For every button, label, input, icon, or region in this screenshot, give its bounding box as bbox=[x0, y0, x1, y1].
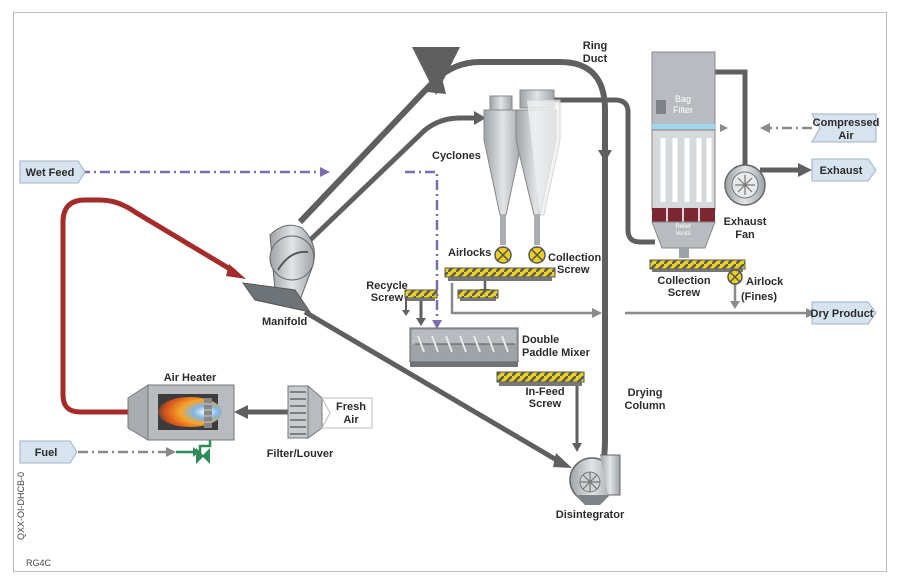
recycle-screw bbox=[404, 289, 438, 299]
exhaust-tag bbox=[811, 158, 877, 182]
compressed-air-label-1: Compressed bbox=[813, 117, 880, 129]
in-feed-screw bbox=[496, 371, 585, 383]
fuel-tag bbox=[19, 440, 78, 464]
wet-feed-label: Wet Feed bbox=[26, 167, 75, 179]
relief-vents-label-1: Relief bbox=[675, 224, 691, 230]
filter-louver-label: Filter/Louver bbox=[267, 448, 334, 460]
ring-duct-label-2: Duct bbox=[583, 53, 608, 65]
diagram-frame bbox=[13, 12, 887, 572]
cyclone-to-filter-duct bbox=[553, 97, 655, 245]
relief-vents-label-2: Vents bbox=[675, 231, 690, 237]
bag-filter-label-2: Filter bbox=[673, 105, 693, 115]
collection-screw-2 bbox=[649, 259, 746, 270]
in-feed-screw-label-2: Screw bbox=[529, 398, 562, 410]
exhaust-fan-label-1: Exhaust bbox=[724, 216, 767, 228]
collection-screw-2-label-1: Collection bbox=[657, 275, 710, 287]
fresh-air-label-1: Fresh bbox=[336, 401, 366, 413]
side-code: QXX-OI-DHCB-0 bbox=[16, 472, 26, 540]
in-feed-screw-label-1: In-Feed bbox=[525, 386, 564, 398]
collection-screw-1-label-2: Screw bbox=[557, 264, 590, 276]
cyclone-inlet-duct bbox=[303, 115, 478, 247]
dry-product-tag bbox=[811, 301, 877, 325]
transfer-screw bbox=[457, 289, 499, 299]
manifold-label: Manifold bbox=[262, 316, 307, 328]
airlock-fines-label-1: Airlock bbox=[746, 276, 784, 288]
cyclones-label: Cyclones bbox=[432, 150, 481, 162]
airlock-fines-label-2: (Fines) bbox=[741, 291, 777, 303]
filter-to-fan-duct bbox=[715, 69, 748, 180]
mixer-label-1: Double bbox=[522, 334, 559, 346]
compressed-air-tag bbox=[811, 113, 877, 143]
recycle-screw-label-1: Recycle bbox=[366, 280, 408, 292]
manifold-to-disintegrator bbox=[303, 309, 562, 465]
bag-filter bbox=[651, 51, 716, 258]
exhaust-label: Exhaust bbox=[820, 165, 863, 177]
drying-column-label-1: Drying bbox=[628, 387, 663, 399]
recycle-screw-label-2: Screw bbox=[371, 292, 404, 304]
fresh-air-inlet bbox=[321, 397, 373, 429]
mixer-label-2: Paddle Mixer bbox=[522, 347, 591, 359]
airlock-fines bbox=[727, 269, 743, 285]
disintegrator-label: Disintegrator bbox=[556, 509, 625, 521]
disintegrator bbox=[569, 454, 621, 505]
hot-air-line bbox=[60, 197, 237, 415]
collection-screw-1 bbox=[444, 267, 556, 278]
fuel-label: Fuel bbox=[35, 447, 58, 459]
filter-louver bbox=[287, 384, 323, 439]
drying-column-label-2: Column bbox=[625, 400, 666, 412]
cyclone-airlocks bbox=[494, 246, 546, 264]
double-paddle-mixer bbox=[409, 327, 519, 367]
exhaust-fan-label-2: Fan bbox=[735, 229, 755, 241]
corner-code: RG4C bbox=[26, 558, 52, 568]
air-heater-label: Air Heater bbox=[164, 372, 217, 384]
compressed-air-label-2: Air bbox=[838, 130, 854, 142]
cyclones bbox=[483, 89, 561, 245]
fresh-air-label-2: Air bbox=[343, 414, 359, 426]
manifold bbox=[241, 224, 315, 313]
wet-feed-tag bbox=[19, 160, 86, 184]
drying-column-arrow bbox=[598, 150, 612, 162]
ring-duct-label-1: Ring bbox=[583, 40, 607, 52]
airlocks-label: Airlocks bbox=[448, 247, 491, 259]
air-heater bbox=[127, 384, 235, 441]
collection-screw-2-label-2: Screw bbox=[668, 287, 701, 299]
fuel-valve bbox=[196, 448, 210, 464]
exhaust-fan bbox=[724, 164, 766, 206]
collection-screw-1-label-1: Collection bbox=[548, 252, 601, 264]
ring-duct-arrow bbox=[427, 78, 446, 94]
dry-product-label: Dry Product bbox=[811, 308, 874, 320]
bag-filter-label-1: Bag bbox=[675, 94, 691, 104]
